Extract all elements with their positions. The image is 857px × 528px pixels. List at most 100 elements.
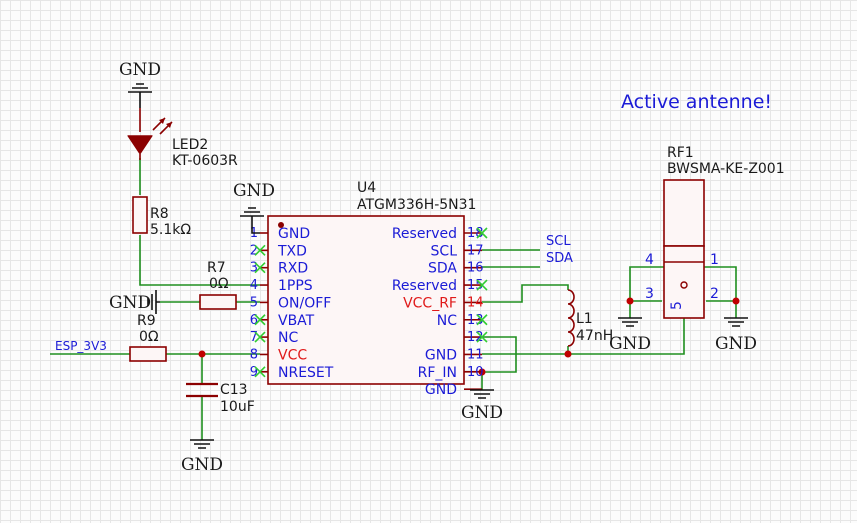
r8-body [132, 196, 148, 234]
r8-resistor[interactable]: R8 5.1kΩ [132, 196, 191, 238]
ground-icon [128, 83, 152, 108]
wire-rf1-pin1 [704, 266, 737, 301]
u4-pin-left[interactable]: 5 ON/OFF [250, 295, 332, 311]
no-connect-icon [254, 244, 266, 256]
u4-body [267, 215, 465, 385]
r9-resistor[interactable]: R9 0Ω [129, 313, 167, 362]
l1-coil [567, 289, 575, 347]
junction-dot [198, 350, 206, 358]
pin-name: VCC_RF [403, 295, 457, 311]
rf1-connector[interactable]: RF1 BWSMA-KE-Z001 4 1 3 2 5 [645, 145, 785, 319]
u4-pin-right[interactable]: 12 [464, 330, 488, 345]
gnd-label: GND [119, 60, 161, 80]
u4-value: ATGM336H-5N31 [357, 197, 476, 213]
pin-number: 8 [250, 347, 258, 362]
wire-rf1-pin2 [706, 300, 737, 318]
no-connect-icon [254, 366, 266, 378]
ground-icon [618, 317, 642, 327]
u4-pin-right[interactable]: 10 RF_IN [418, 365, 484, 381]
net-label-scl: SCL [546, 234, 571, 249]
rf1-pin-number: 5 [669, 301, 685, 310]
pin-number: 6 [250, 313, 258, 328]
c13-capacitor[interactable]: C13 10uF [186, 382, 255, 415]
rf1-pin-number: 2 [710, 286, 719, 302]
wires [50, 158, 737, 440]
pin-number: 17 [467, 243, 484, 258]
pin-number: 7 [250, 330, 258, 345]
pin-name: Reserved [392, 278, 457, 294]
net-label-sda: SDA [546, 251, 573, 266]
u4-pin-right[interactable]: GND [425, 382, 482, 398]
u4-pin1-marker [278, 222, 284, 228]
pin-name: 1PPS [278, 278, 313, 294]
pin-number: 10 [467, 365, 484, 380]
pin-name: VBAT [278, 313, 315, 329]
r7-ref: R7 [207, 260, 226, 276]
ground-symbol: GND [119, 60, 161, 108]
pin-name: RF_IN [418, 365, 457, 381]
rf1-center-pin [680, 281, 688, 289]
pin-number: 5 [250, 295, 258, 310]
ground-symbol: GND [109, 290, 160, 314]
c13-ref: C13 [220, 382, 248, 398]
pin-name: ON/OFF [278, 295, 331, 311]
junction-dot [732, 297, 740, 305]
pin-name: TXD [277, 243, 307, 259]
junction-dot [564, 350, 572, 358]
led-diode-triangle [127, 135, 153, 155]
note-text: Active antenne! [621, 91, 772, 113]
u4-pin-right[interactable]: 17 SCL [431, 243, 484, 259]
pin-number: 2 [250, 243, 258, 258]
ground-symbol: GND [609, 317, 651, 354]
ground-icon [190, 439, 214, 449]
pin-name: SDA [428, 261, 457, 277]
l1-inductor[interactable]: L1 47nH [567, 289, 613, 347]
r7-resistor[interactable]: R7 0Ω [199, 260, 237, 310]
no-connect-icon [254, 314, 266, 326]
c13-plates [186, 382, 218, 398]
r9-body [129, 346, 167, 362]
ground-icon [240, 207, 264, 234]
ground-symbol: GND [715, 317, 757, 354]
rf1-pin-number: 4 [645, 252, 654, 268]
no-connect-icon [254, 262, 266, 274]
ground-icon [147, 290, 160, 314]
pin-name: GND [278, 226, 310, 242]
gnd-label: GND [609, 334, 651, 354]
gnd-label: GND [233, 181, 275, 201]
r9-value: 0Ω [139, 329, 159, 345]
r7-body [199, 294, 237, 310]
pin-name: NC [437, 313, 457, 329]
gnd-label: GND [109, 293, 151, 313]
u4-pin-left[interactable]: 6 VBAT [250, 313, 315, 329]
ground-icon [724, 317, 748, 327]
led-value: KT-0603R [172, 153, 238, 169]
u4-pin-left[interactable]: 2 TXD [250, 243, 307, 259]
u4-ref: U4 [357, 180, 376, 196]
led2[interactable]: LED2 KT-0603R [127, 108, 238, 169]
gnd-label: GND [715, 334, 757, 354]
r7-value: 0Ω [209, 276, 229, 292]
pin-name: SCL [431, 243, 458, 259]
gnd-label: GND [181, 455, 223, 475]
pin-name: NRESET [278, 365, 334, 381]
wire-rfin [482, 318, 685, 355]
led-arrow-heads [159, 118, 172, 128]
